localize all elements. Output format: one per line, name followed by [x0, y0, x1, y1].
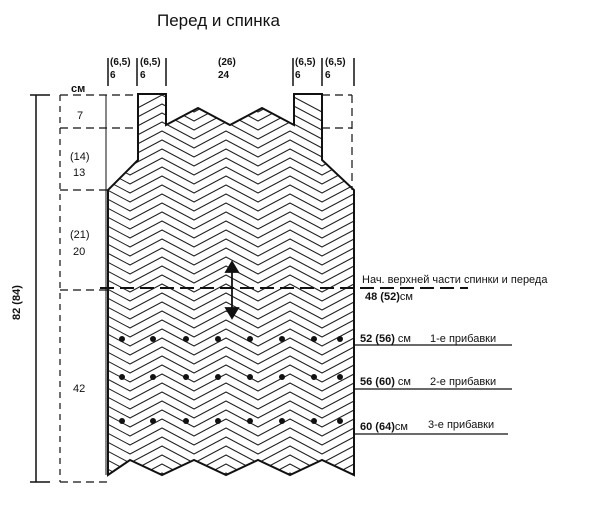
unit-label: см	[71, 83, 86, 95]
zigzag-row	[108, 193, 354, 212]
width-2-alt: (6,5)	[140, 57, 161, 68]
zigzag-row	[108, 445, 354, 464]
zigzag-row	[108, 355, 354, 374]
zigzag-row	[108, 166, 354, 185]
zigzag-row	[108, 472, 354, 475]
upper-start-text: Нач. верхней части спинки и переда	[362, 274, 548, 286]
zigzag-row	[98, 482, 354, 499]
increase-dot	[311, 374, 317, 380]
increase-dot	[279, 418, 285, 424]
increase-dot	[119, 374, 125, 380]
total-height: 82 (84)	[11, 285, 23, 320]
width-1-alt: (6,5)	[110, 57, 131, 68]
zigzag-row	[108, 220, 354, 239]
zigzag-row	[108, 265, 354, 284]
zigzag-row	[108, 94, 354, 113]
increase-dot	[247, 374, 253, 380]
width-4-alt: (6,5)	[295, 57, 316, 68]
zigzag-row	[108, 463, 354, 475]
increase-dot	[279, 336, 285, 342]
zigzag-row	[108, 238, 354, 257]
increase-2-label: 2-е прибавки	[430, 376, 497, 388]
increase-3-label: 3-е прибавки	[428, 419, 495, 431]
increase-dot	[247, 418, 253, 424]
height-4: 42	[73, 383, 86, 395]
zigzag-row	[108, 157, 354, 176]
zigzag-row	[108, 418, 354, 437]
garment-outline	[107, 93, 355, 477]
zigzag-row	[108, 319, 354, 338]
increase-3-size: 60 (64)см	[360, 421, 408, 433]
increase-dot	[183, 418, 189, 424]
zigzag-row	[108, 292, 354, 311]
zigzag-row	[108, 229, 354, 248]
increase-1-size: 52 (56) см	[360, 333, 411, 345]
increase-dot	[150, 336, 156, 342]
increase-dot	[311, 336, 317, 342]
increase-dot	[311, 418, 317, 424]
zigzag-row	[108, 283, 354, 302]
increase-dot	[150, 418, 156, 424]
increase-dot	[183, 336, 189, 342]
zigzag-row	[98, 491, 354, 508]
zigzag-row	[108, 310, 354, 329]
upper-start-size: 48 (52)см	[365, 291, 413, 303]
level-dashes	[60, 94, 353, 291]
increase-dot	[337, 336, 343, 342]
increase-dot	[279, 374, 285, 380]
zigzag-row	[108, 373, 354, 392]
height-3-alt: (21)	[70, 229, 90, 241]
width-1: 6	[110, 70, 116, 81]
height-3: 20	[73, 246, 86, 258]
zigzag-pattern	[98, 94, 354, 508]
increase-1-label: 1-е прибавки	[430, 333, 497, 345]
zigzag-row	[108, 274, 354, 293]
increase-dot	[215, 336, 221, 342]
zigzag-row	[108, 391, 354, 410]
increase-dot	[119, 336, 125, 342]
zigzag-row	[108, 337, 354, 356]
height-2: 13	[73, 167, 86, 179]
zigzag-row	[108, 247, 354, 266]
page-title: Перед и спинка	[157, 11, 280, 30]
zigzag-row	[108, 301, 354, 320]
zigzag-row	[108, 139, 354, 158]
increase-dot	[337, 418, 343, 424]
increase-dot	[183, 374, 189, 380]
increase-dots	[119, 336, 343, 424]
zigzag-row	[108, 130, 354, 149]
zigzag-row	[108, 400, 354, 419]
increase-dot	[150, 374, 156, 380]
zigzag-row	[108, 427, 354, 446]
increase-lines	[354, 344, 512, 435]
increase-dot	[247, 336, 253, 342]
increase-dot	[337, 374, 343, 380]
height-2-alt: (14)	[70, 151, 90, 163]
zigzag-row	[108, 256, 354, 275]
width-3-alt: (26)	[218, 57, 236, 68]
zigzag-row	[108, 346, 354, 365]
width-5: 6	[325, 70, 331, 81]
width-3: 24	[218, 70, 230, 81]
zigzag-row	[108, 184, 354, 203]
zigzag-row	[108, 211, 354, 230]
zigzag-row	[108, 436, 354, 455]
zigzag-row	[108, 103, 354, 122]
double-arrow	[224, 260, 240, 320]
increase-dot	[215, 374, 221, 380]
height-1: 7	[77, 110, 84, 122]
top-dimension-ticks	[107, 58, 355, 86]
zigzag-row	[108, 148, 354, 167]
width-4: 6	[295, 70, 301, 81]
width-5-alt: (6,5)	[325, 57, 346, 68]
increase-dot	[215, 418, 221, 424]
zigzag-row	[108, 112, 354, 131]
zigzag-row	[108, 382, 354, 401]
zigzag-row	[108, 175, 354, 194]
increase-2-size: 56 (60) см	[360, 376, 411, 388]
increase-dot	[119, 418, 125, 424]
width-2: 6	[140, 70, 146, 81]
zigzag-row	[108, 202, 354, 221]
